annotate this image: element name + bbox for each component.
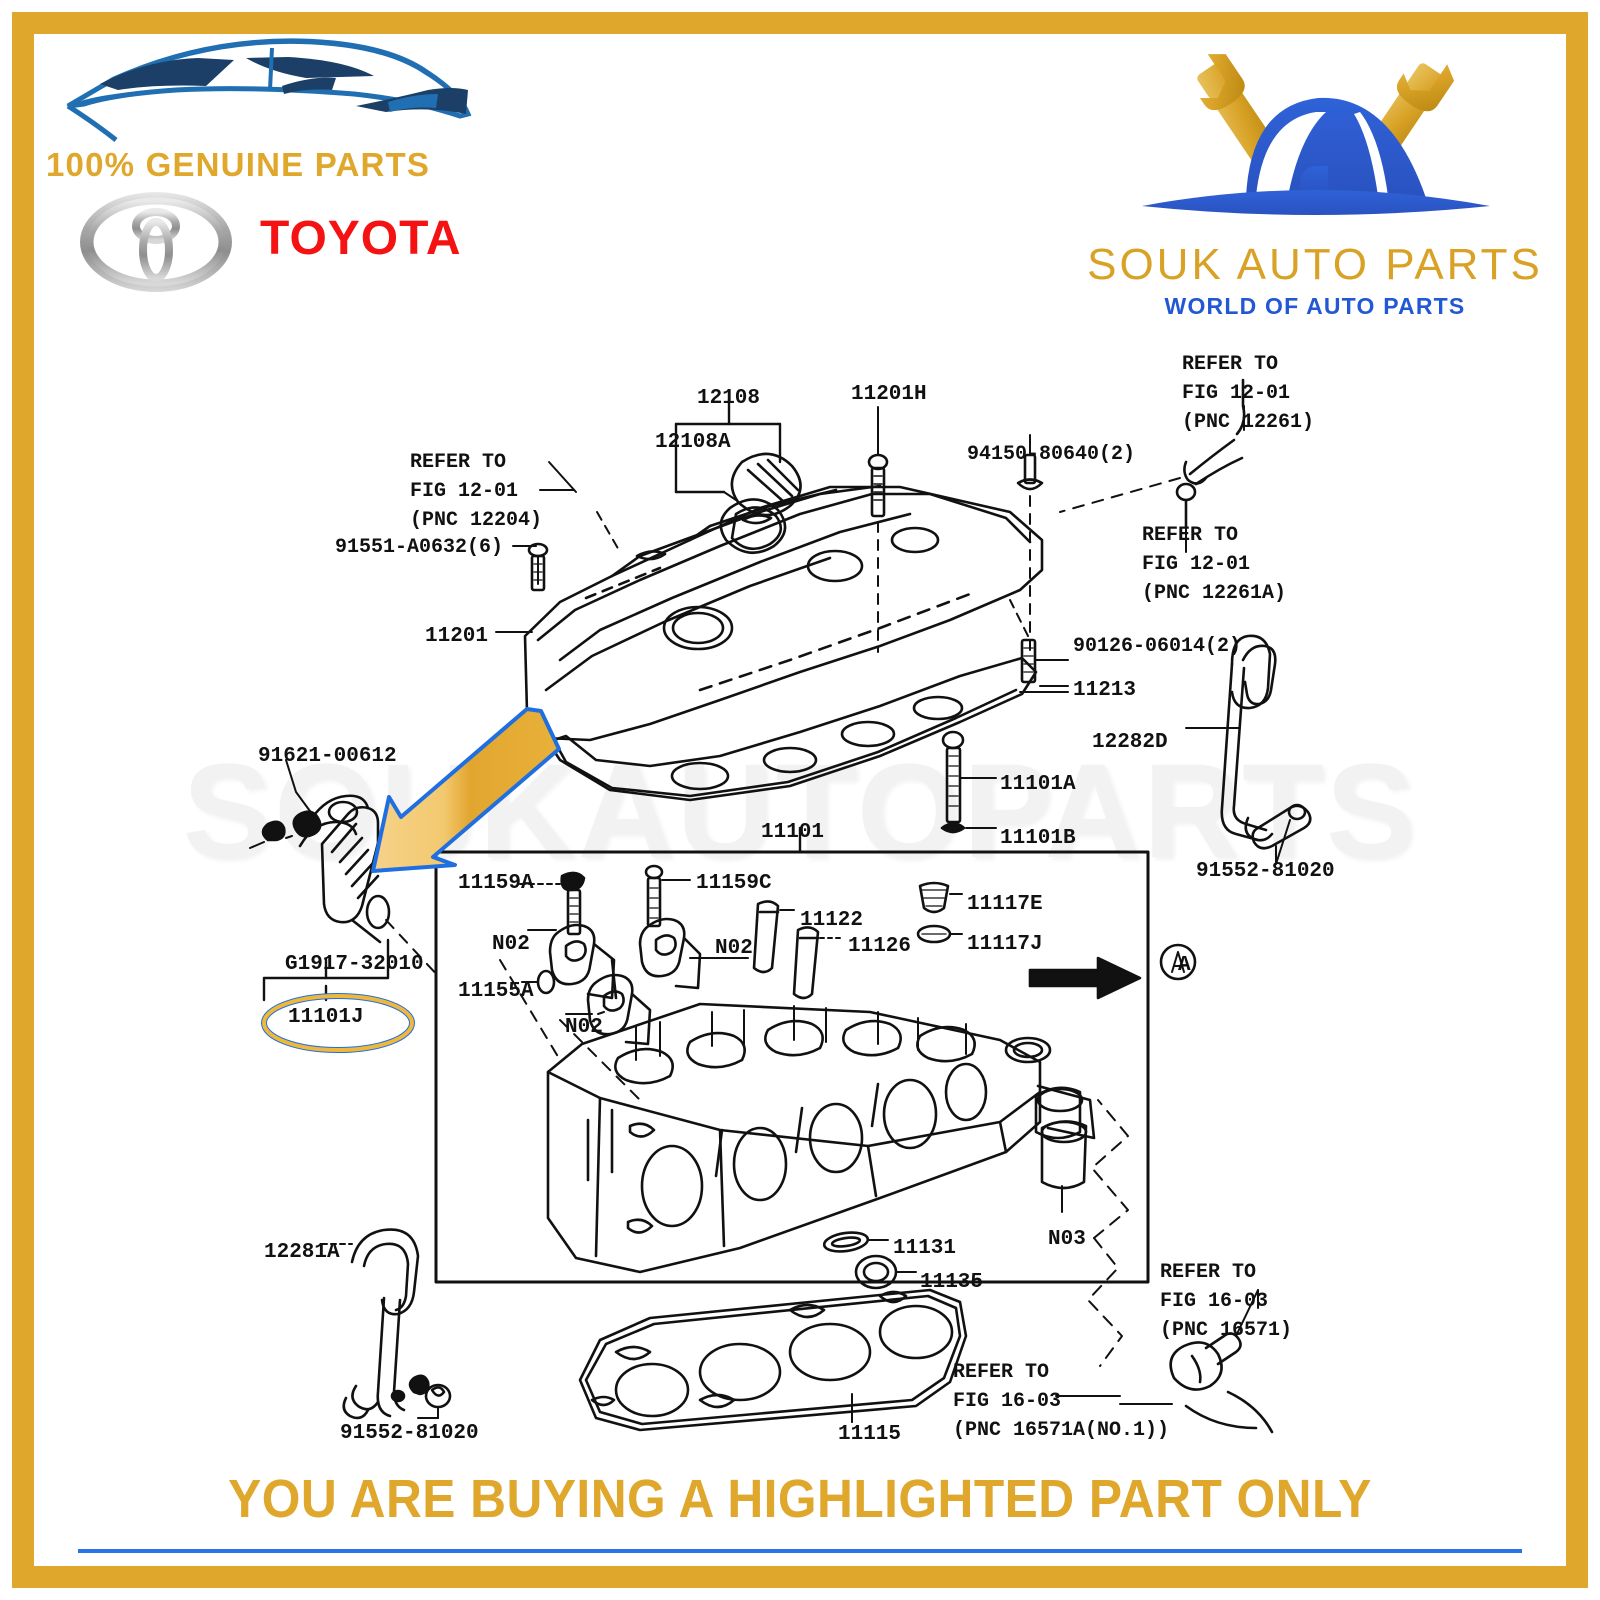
buying-notice-banner: YOU ARE BUYING A HIGHLIGHTED PART ONLY xyxy=(228,1469,1372,1529)
part-callout-11131: 11131 xyxy=(893,1237,957,1260)
highlight-arrow-icon xyxy=(371,707,561,873)
toyota-brand-name: TOYOTA xyxy=(260,212,462,265)
store-name: SOUK AUTO PARTS xyxy=(1087,240,1543,289)
part-callout-11135: 11135 xyxy=(920,1271,984,1294)
part-callout-N02-c: N02 xyxy=(565,1016,603,1039)
part-callout-ref-12261: REFER TO FIG 12-01 (PNC 12261) xyxy=(1182,353,1315,434)
part-callout-11155A: 11155A xyxy=(458,980,534,1003)
part-callout-11117J: 11117J xyxy=(967,933,1043,956)
part-callout-91621-00612: 91621-00612 xyxy=(258,745,397,768)
part-callout-11159C: 11159C xyxy=(696,872,772,895)
wrenches-and-helmet-icon xyxy=(1142,46,1490,215)
part-callout-12108: 12108 xyxy=(697,387,761,410)
store-tagline: WORLD OF AUTO PARTS xyxy=(1164,293,1466,319)
banner-rule xyxy=(78,1549,1522,1553)
part-callout-91551-A0632: 91551-A0632(6) xyxy=(335,536,504,559)
part-callout-11115: 11115 xyxy=(838,1423,902,1446)
part-callout-12281A: 12281A xyxy=(264,1241,340,1264)
part-callout-91552-81020-bot: 91552-81020 xyxy=(340,1422,479,1445)
part-callout-11101A: 11101A xyxy=(1000,773,1076,796)
frame-border-right xyxy=(1566,12,1588,1588)
part-callout-11101: 11101 xyxy=(761,821,825,844)
part-callout-11122: 11122 xyxy=(800,909,864,932)
part-callout-11126: 11126 xyxy=(848,935,912,958)
part-callout-90126-06014: 90126-06014(2) xyxy=(1073,635,1242,658)
part-callout-N03: N03 xyxy=(1048,1228,1086,1251)
souk-auto-parts-logo: SOUK AUTO PARTS WORLD OF AUTO PARTS xyxy=(1060,28,1570,319)
highlight-ellipse-icon xyxy=(261,993,415,1053)
part-callout-ref-12204: REFER TO FIG 12-01 (PNC 12204) xyxy=(410,451,543,532)
part-callout-G1917-32010: G1917-32010 xyxy=(285,953,424,976)
part-callout-11159A: 11159A xyxy=(458,872,534,895)
part-callout-section-A: A xyxy=(1178,954,1191,977)
part-callout-12108A: 12108A xyxy=(655,431,731,454)
genuine-parts-text: 100% GENUINE PARTS xyxy=(46,146,431,183)
part-callout-11201: 11201 xyxy=(425,625,489,648)
part-callout-91552-81020-top: 91552-81020 xyxy=(1196,860,1335,883)
part-callout-11213: 11213 xyxy=(1073,679,1137,702)
part-callout-ref-16571: REFER TO FIG 16-03 (PNC 16571) xyxy=(1160,1261,1293,1342)
part-callout-94150-80640: 94150-80640(2) xyxy=(967,443,1136,466)
car-silhouette-icon xyxy=(66,38,472,142)
part-callout-12282D: 12282D xyxy=(1092,731,1168,754)
part-callout-ref-12261A: REFER TO FIG 12-01 (PNC 12261A) xyxy=(1142,524,1287,605)
part-callout-11201H: 11201H xyxy=(851,383,927,406)
frame-border-left xyxy=(12,12,34,1588)
part-callout-11117E: 11117E xyxy=(967,893,1043,916)
toyota-emblem-icon xyxy=(80,192,232,292)
frame-border-top xyxy=(12,12,1588,34)
part-callout-ref-16571A: REFER TO FIG 16-03 (PNC 16571A(NO.1)) xyxy=(953,1361,1170,1442)
genuine-parts-logo: 100% GENUINE PARTS TOYOTA xyxy=(38,28,508,292)
part-callout-N02-a: N02 xyxy=(492,933,530,956)
frame-border-bottom xyxy=(12,1566,1588,1588)
part-callout-11101B: 11101B xyxy=(1000,827,1076,850)
part-callout-11101J: 11101J xyxy=(288,1006,364,1029)
part-callout-N02-b: N02 xyxy=(715,937,753,960)
